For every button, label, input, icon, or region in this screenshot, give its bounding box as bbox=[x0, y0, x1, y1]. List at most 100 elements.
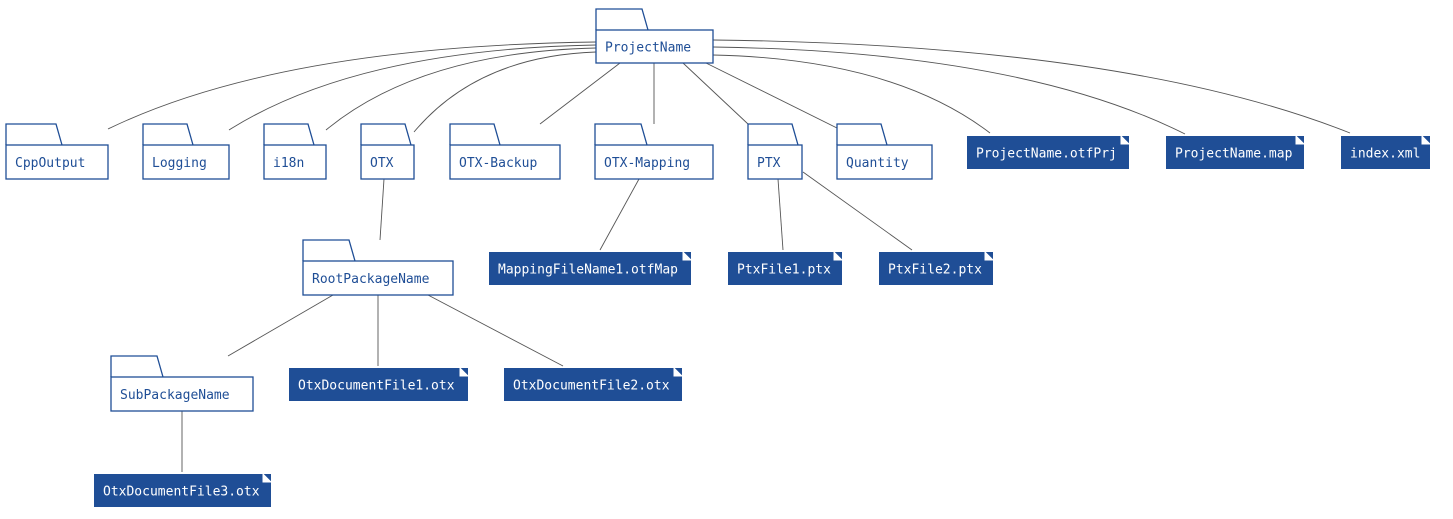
file-node-ptx1[interactable]: PtxFile1.ptx bbox=[728, 250, 844, 285]
edge-ptx-ptx2 bbox=[802, 171, 913, 251]
file-node-otfprj[interactable]: ProjectName.otfPrj bbox=[967, 134, 1131, 169]
file-box bbox=[504, 368, 682, 401]
file-node-map[interactable]: ProjectName.map bbox=[1166, 134, 1306, 169]
folder-node-otxmapping[interactable]: OTX-Mapping bbox=[594, 123, 714, 180]
folder-label: CppOutput bbox=[15, 156, 85, 171]
folder-box bbox=[836, 144, 933, 180]
folder-label: OTX-Mapping bbox=[604, 156, 690, 171]
edge-project-i18n bbox=[325, 47, 597, 131]
folder-node-subpkg[interactable]: SubPackageName bbox=[110, 355, 254, 412]
file-node-ptx2[interactable]: PtxFile2.ptx bbox=[879, 250, 995, 285]
file-label: OtxDocumentFile2.otx bbox=[513, 379, 670, 394]
file-corner-icon bbox=[1421, 134, 1432, 145]
folder-tab-icon bbox=[594, 123, 648, 146]
edge-project-indexxml bbox=[712, 39, 1351, 134]
file-box bbox=[94, 474, 271, 507]
folder-node-logging[interactable]: Logging bbox=[142, 123, 230, 180]
edge-project-otxbackup bbox=[539, 62, 621, 125]
folder-node-quantity[interactable]: Quantity bbox=[836, 123, 933, 180]
folder-box bbox=[302, 260, 454, 296]
folder-box bbox=[110, 376, 254, 412]
folder-box bbox=[594, 144, 714, 180]
file-label: OtxDocumentFile3.otx bbox=[103, 485, 260, 500]
file-node-otxdoc3[interactable]: OtxDocumentFile3.otx bbox=[94, 472, 273, 507]
folder-box bbox=[595, 29, 714, 64]
file-node-mapping1[interactable]: MappingFileName1.otfMap bbox=[489, 250, 693, 285]
folder-tab-icon bbox=[142, 123, 194, 146]
edge-otx-rootpkg bbox=[379, 178, 385, 241]
folder-node-i18n[interactable]: i18n bbox=[263, 123, 327, 180]
folder-label: SubPackageName bbox=[120, 388, 230, 403]
folder-box bbox=[5, 144, 109, 180]
folder-tab-icon bbox=[302, 239, 356, 262]
edge-ptx-ptx1 bbox=[777, 178, 784, 251]
edge-rootpkg-otxdoc2 bbox=[427, 294, 564, 367]
file-corner-icon bbox=[459, 366, 470, 377]
file-box bbox=[1166, 136, 1304, 169]
folder-box bbox=[142, 144, 230, 180]
file-corner-icon bbox=[833, 250, 844, 261]
folder-tab-icon bbox=[836, 123, 888, 146]
file-label: index.xml bbox=[1350, 147, 1420, 162]
file-box bbox=[879, 252, 993, 285]
edges-layer bbox=[107, 39, 1351, 472]
folder-box bbox=[747, 144, 803, 180]
folder-tab-icon bbox=[747, 123, 799, 146]
file-corner-icon bbox=[1120, 134, 1131, 145]
folder-label: i18n bbox=[273, 156, 304, 171]
folder-tab-icon bbox=[360, 123, 412, 146]
edge-project-logging bbox=[228, 44, 597, 131]
file-box bbox=[289, 368, 468, 401]
folder-tab-icon bbox=[449, 123, 501, 146]
folder-node-project[interactable]: ProjectName bbox=[595, 8, 714, 64]
edge-project-ptx bbox=[682, 62, 749, 125]
folder-label: Quantity bbox=[846, 156, 909, 171]
file-corner-icon bbox=[262, 472, 273, 483]
file-box bbox=[967, 136, 1129, 169]
edge-otxmapping-mapping1 bbox=[599, 178, 640, 251]
file-label: PtxFile1.ptx bbox=[737, 263, 831, 278]
folder-label: OTX bbox=[370, 156, 394, 171]
file-corner-icon bbox=[673, 366, 684, 377]
edge-project-otx bbox=[413, 51, 597, 133]
file-node-otxdoc2[interactable]: OtxDocumentFile2.otx bbox=[504, 366, 684, 401]
folder-tab-icon bbox=[263, 123, 315, 146]
folder-label: Logging bbox=[152, 156, 207, 171]
file-node-otxdoc1[interactable]: OtxDocumentFile1.otx bbox=[289, 366, 470, 401]
file-label: MappingFileName1.otfMap bbox=[498, 263, 678, 278]
file-corner-icon bbox=[1295, 134, 1306, 145]
folder-node-otxbackup[interactable]: OTX-Backup bbox=[449, 123, 561, 180]
folder-box bbox=[263, 144, 327, 180]
edge-project-quantity bbox=[705, 62, 838, 129]
file-node-indexxml[interactable]: index.xml bbox=[1341, 134, 1432, 169]
folder-node-ptx[interactable]: PTX bbox=[747, 123, 803, 180]
file-corner-icon bbox=[682, 250, 693, 261]
file-box bbox=[1341, 136, 1430, 169]
folder-node-rootpkg[interactable]: RootPackageName bbox=[302, 239, 454, 296]
folder-node-cppoutput[interactable]: CppOutput bbox=[5, 123, 109, 180]
file-label: ProjectName.map bbox=[1175, 147, 1293, 162]
file-label: ProjectName.otfPrj bbox=[976, 147, 1117, 162]
file-label: OtxDocumentFile1.otx bbox=[298, 379, 455, 394]
folder-node-otx[interactable]: OTX bbox=[360, 123, 415, 180]
folder-box bbox=[449, 144, 561, 180]
folder-tab-icon bbox=[5, 123, 63, 146]
edge-project-map bbox=[712, 46, 1186, 135]
file-corner-icon bbox=[984, 250, 995, 261]
file-box bbox=[489, 252, 691, 285]
folder-label: ProjectName bbox=[605, 41, 691, 56]
folder-tab-icon bbox=[595, 8, 649, 31]
edge-project-otfprj bbox=[712, 54, 991, 134]
folder-box bbox=[360, 144, 415, 180]
file-box bbox=[728, 252, 842, 285]
folder-tab-icon bbox=[110, 355, 164, 378]
folder-label: OTX-Backup bbox=[459, 156, 537, 171]
edge-rootpkg-subpkg bbox=[227, 294, 334, 357]
folder-label: PTX bbox=[757, 156, 781, 171]
edge-project-cppoutput bbox=[107, 41, 597, 130]
file-label: PtxFile2.ptx bbox=[888, 263, 982, 278]
folder-label: RootPackageName bbox=[312, 272, 430, 287]
